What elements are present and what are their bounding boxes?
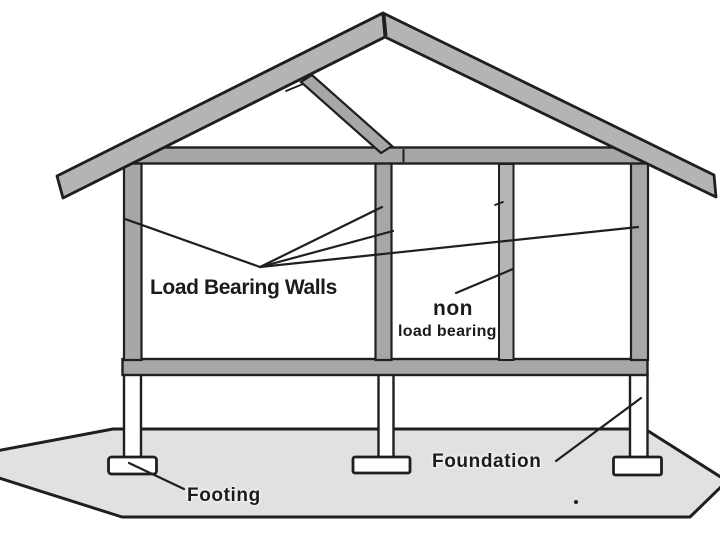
right-post	[628, 372, 649, 461]
pointer-non-load-bearing	[454, 267, 515, 295]
roof-strut-tick	[285, 83, 304, 92]
pointer-load-bearing-center-wall	[258, 205, 384, 269]
load-bearing-walls-label: Load Bearing Walls	[150, 276, 337, 299]
left-post	[122, 372, 143, 461]
pointer-load-bearing-left-wall	[123, 217, 262, 269]
non-label: non	[433, 297, 473, 320]
foundation-label: Foundation	[432, 451, 542, 472]
center-footing	[351, 455, 412, 475]
ceiling-beam	[128, 146, 650, 165]
pointer-footing	[127, 461, 186, 491]
roof-right-slope	[381, 11, 718, 199]
non-load-bearing-wall	[498, 163, 515, 361]
roof-apex-seam	[383, 14, 388, 37]
center-post	[377, 372, 395, 461]
floor-beam	[121, 357, 649, 377]
center-load-bearing-wall	[374, 161, 393, 362]
pointer-load-bearing-right-wall	[258, 225, 640, 269]
right-footing	[612, 455, 663, 477]
non-load-bearing-sub-label: load bearing	[398, 323, 497, 340]
roof-strut	[299, 73, 394, 155]
left-load-bearing-wall	[122, 151, 143, 362]
pointer-foundation	[554, 396, 643, 463]
right-load-bearing-wall	[629, 148, 650, 362]
ground-dot-mark	[574, 500, 578, 504]
partition-wall-mark	[494, 201, 504, 206]
pointer-load-bearing-center-wall-2	[258, 229, 395, 269]
footing-label: Footing	[187, 485, 261, 506]
